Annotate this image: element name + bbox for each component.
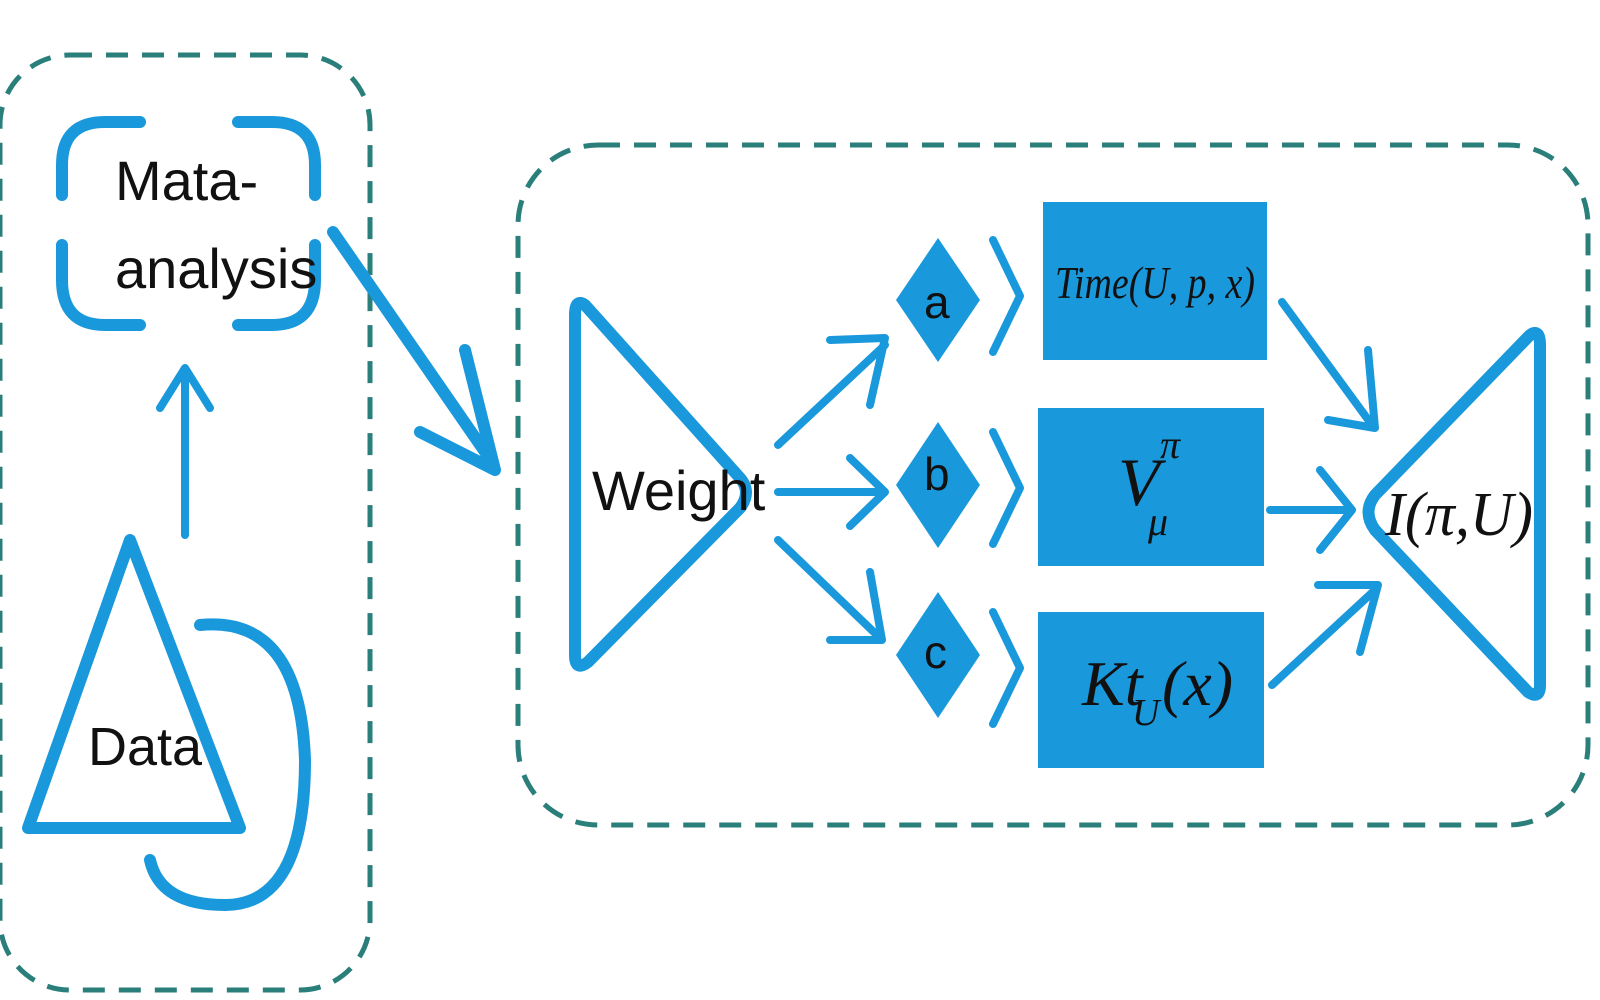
value-formula-main: V xyxy=(1118,444,1167,520)
time-formula: Time(U, p, x) xyxy=(1055,257,1255,308)
left-group-frame xyxy=(0,52,373,993)
weight-label: Weight xyxy=(592,459,766,522)
kt-formula-arg: (x) xyxy=(1162,648,1233,719)
kt-formula-sub: U xyxy=(1132,692,1162,734)
value-formula-sub: μ xyxy=(1147,499,1168,544)
weight-to-a-arrow xyxy=(774,334,889,449)
kt-to-output-arrow xyxy=(1268,581,1382,689)
branch-a-diamond: a xyxy=(896,238,980,362)
meta-analysis-label-line2: analysis xyxy=(115,237,317,300)
value-formula-sup: π xyxy=(1160,422,1181,467)
data-to-meta-arrow xyxy=(156,364,214,539)
weight-to-c-arrow xyxy=(774,536,886,644)
output-label: I(π,U) xyxy=(1384,481,1533,549)
time-box: Time(U, p, x) xyxy=(1043,202,1267,360)
kt-box: Kt U (x) xyxy=(1038,612,1264,768)
branch-a-label: a xyxy=(924,276,950,328)
chevron-a-icon xyxy=(989,236,1024,356)
chevron-c-icon xyxy=(989,608,1024,728)
data-label: Data xyxy=(88,717,203,777)
branch-b-label: b xyxy=(924,448,950,500)
meta-analysis-box: Mata- analysis xyxy=(56,116,321,331)
branch-b-diamond: b xyxy=(896,422,980,548)
value-to-output-arrow xyxy=(1266,466,1356,554)
right-group-frame xyxy=(515,142,1591,828)
output-node: I(π,U) xyxy=(1362,327,1546,701)
data-node: Data xyxy=(22,534,311,911)
time-to-output-arrow xyxy=(1278,298,1379,432)
chevron-b-icon xyxy=(989,428,1024,548)
weight-node: Weight xyxy=(569,297,766,672)
branch-c-diamond: c xyxy=(896,592,980,718)
kt-formula-main: Kt xyxy=(1081,648,1145,719)
meta-analysis-label-line1: Mata- xyxy=(115,149,258,212)
meta-to-weight-arrow xyxy=(327,226,501,476)
weight-to-b-arrow xyxy=(774,454,889,530)
value-box: V π μ xyxy=(1038,408,1264,566)
branch-c-label: c xyxy=(924,626,947,678)
